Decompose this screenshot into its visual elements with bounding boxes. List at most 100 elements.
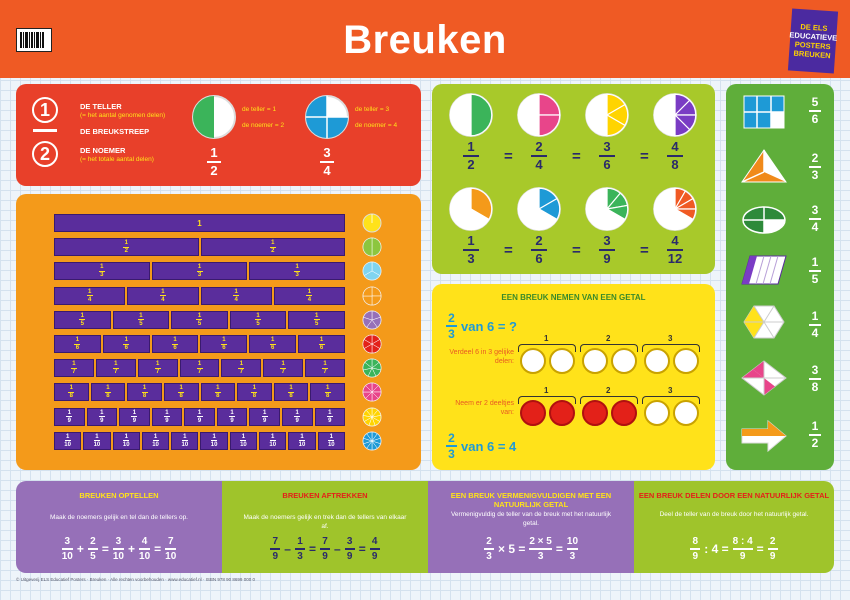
fraction-denominator: 4	[234, 296, 238, 303]
fraction-numerator: 1	[197, 409, 202, 416]
wall-cell: 1	[54, 214, 345, 232]
fraction-numerator: 2	[811, 151, 819, 165]
fraction-numerator: 1	[234, 288, 238, 295]
take-fraction-panel	[432, 284, 715, 470]
fraction-denominator: 6	[271, 345, 275, 351]
fraction-denominator: 3	[448, 327, 455, 341]
fraction-denominator: 3	[297, 550, 303, 562]
fraction-numerator: 1	[297, 536, 303, 547]
operator: =	[101, 541, 109, 556]
fraction-denominator: 6	[811, 112, 819, 126]
operator: –	[334, 541, 341, 556]
fraction-numerator: 1	[142, 385, 147, 392]
equivalent-pie-icon	[585, 93, 629, 137]
fraction-numerator: 1	[467, 233, 475, 248]
fraction-numerator: 3	[811, 363, 819, 377]
fraction-denominator: 10	[93, 441, 101, 448]
wall-pie-icon	[362, 237, 382, 257]
hexagon-icon	[743, 305, 785, 339]
fraction-denominator: 9	[197, 417, 202, 424]
page-title: Breuken	[343, 18, 507, 62]
fraction-numerator: 1	[173, 337, 177, 343]
counter-dot	[549, 348, 575, 374]
fraction-denominator: 8	[106, 393, 110, 400]
fraction-numerator: 2	[535, 233, 543, 248]
group-bracket	[518, 396, 576, 404]
half-circle-icon	[192, 95, 236, 139]
fraction-numerator: 1	[183, 433, 187, 440]
fraction-denominator: 10	[327, 441, 335, 448]
fraction-numerator: 5	[811, 95, 819, 109]
fraction-numerator: 1	[155, 361, 160, 368]
fraction-denominator: 3	[537, 550, 544, 562]
fraction-numerator: 1	[197, 312, 202, 319]
equivalent-pie-icon	[585, 187, 629, 231]
fraction-wall-panel	[16, 194, 421, 470]
fraction-numerator: 1	[75, 337, 80, 343]
take-fraction-title: EEN BREUK NEMEN VAN EEN GETAL	[501, 293, 646, 302]
equivalent-pie-icon	[653, 187, 697, 231]
fraction-denominator: 6	[319, 345, 324, 351]
fraction-numerator: 1	[65, 433, 70, 440]
fraction-numerator: 2 × 5	[529, 536, 552, 547]
fraction-numerator: 3	[64, 536, 71, 547]
fraction-numerator: 1	[295, 409, 299, 416]
three-quarter-circle-icon	[305, 95, 349, 139]
fraction-numerator: 7	[272, 536, 279, 547]
fraction-numerator: 1	[72, 361, 76, 368]
fraction-numerator: 4	[671, 139, 679, 154]
counter-dot	[673, 400, 699, 426]
fraction-numerator: 3	[603, 233, 611, 248]
fraction-numerator: 4	[141, 536, 148, 547]
fraction-denominator: 3	[811, 168, 819, 182]
fraction-numerator: 1	[165, 409, 169, 416]
fraction-numerator: 2	[769, 536, 776, 547]
fraction-denominator: 6	[603, 157, 611, 172]
fraction-numerator: 3	[323, 145, 331, 160]
equals-sign: =	[572, 148, 581, 165]
equals-sign: =	[640, 242, 649, 259]
step1-text: Verdeel 6 in 3 gelijke delen:	[449, 349, 514, 365]
wall-pie-icon	[362, 286, 382, 306]
operator: =	[308, 541, 316, 556]
fraction-denominator: 3	[295, 272, 299, 279]
fraction-denominator: 6	[535, 251, 543, 266]
fraction-denominator: 10	[122, 441, 130, 448]
fraction-denominator: 9	[769, 550, 776, 562]
counter-dot	[611, 348, 637, 374]
fraction-numerator: 1	[153, 433, 158, 440]
fraction-denominator: 4	[811, 326, 819, 340]
fraction-denominator: 2	[271, 248, 275, 255]
